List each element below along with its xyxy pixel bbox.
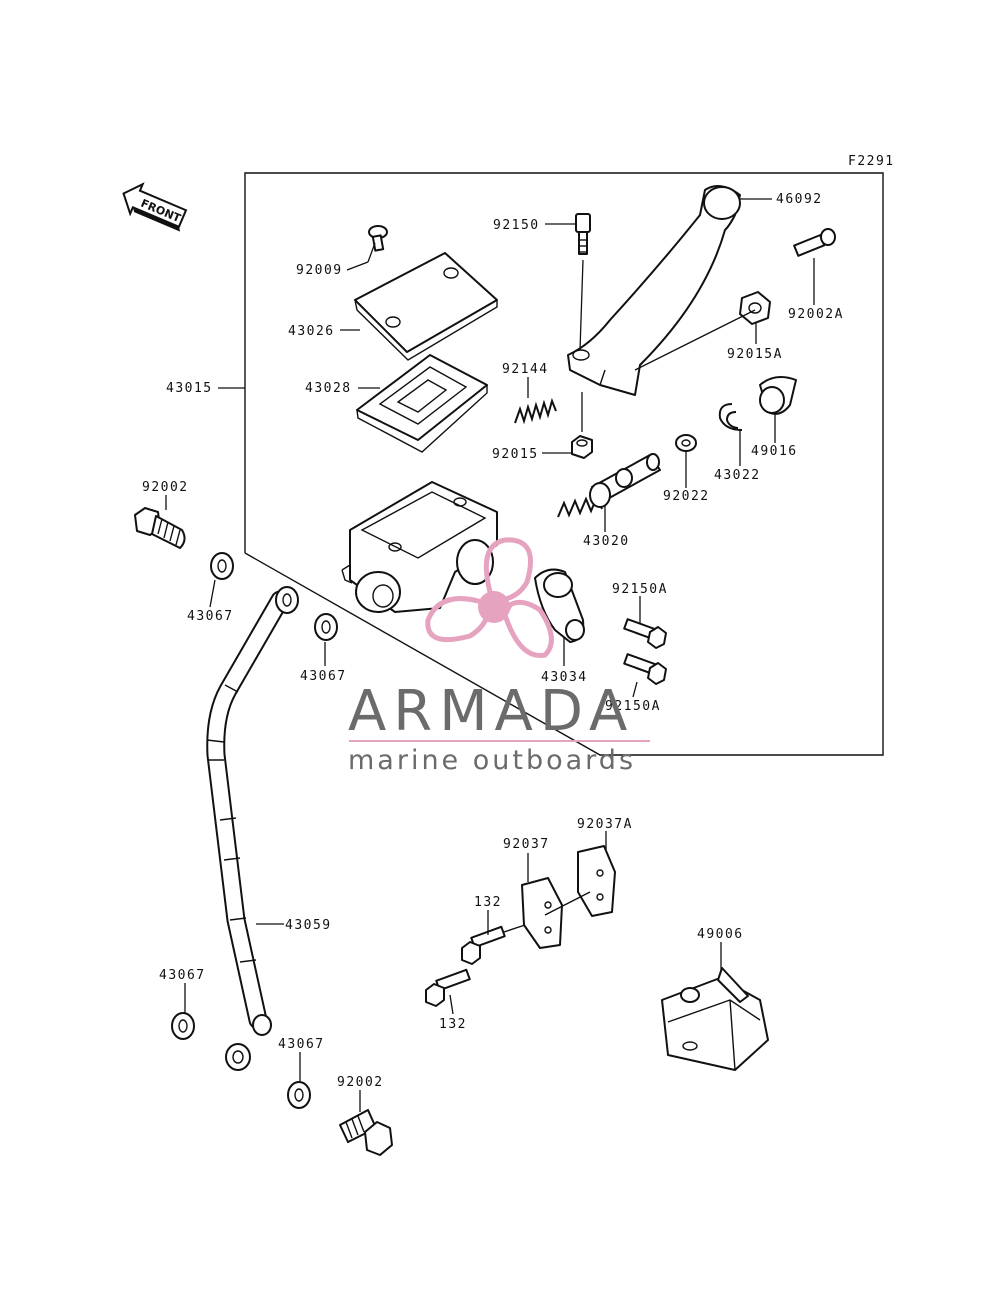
bracket-bolt-upper (461, 924, 526, 965)
label-92009: 92009 (296, 263, 343, 278)
clamp-bolt-lower (623, 653, 667, 685)
dust-boot (759, 375, 797, 415)
washer-a (210, 552, 234, 580)
label-43026: 43026 (288, 324, 335, 339)
lever-spring (514, 397, 557, 425)
label-92150a-upper: 92150A (612, 582, 668, 597)
master-cylinder-body (341, 481, 498, 613)
diaphragm (356, 354, 488, 453)
label-132-lower: 132 (439, 1017, 467, 1032)
handlebar-clamp (534, 568, 585, 643)
label-92037a: 92037A (577, 817, 633, 832)
cover-screw (368, 225, 388, 252)
label-46092: 46092 (776, 192, 823, 207)
clamp-bolt-upper (623, 618, 667, 649)
watermark: ARMADA marine outboards (348, 537, 650, 776)
washer-b (314, 613, 338, 641)
label-43034: 43034 (541, 670, 588, 685)
pivot-nut (571, 435, 593, 459)
label-132-upper: 132 (474, 895, 502, 910)
label-92144: 92144 (502, 362, 549, 377)
label-43015: 43015 (166, 381, 213, 396)
lever-screw (793, 228, 836, 257)
washer-d (287, 1081, 311, 1109)
reservoir-cap (354, 252, 498, 361)
brake-hose (206, 586, 299, 1071)
assembly-frame (244, 172, 884, 756)
brake-lever (567, 185, 741, 396)
label-43022: 43022 (714, 468, 761, 483)
circlip (718, 403, 743, 431)
label-49006: 49006 (697, 927, 744, 942)
label-92022: 92022 (663, 489, 710, 504)
watermark-tagline: marine outboards (348, 745, 636, 776)
label-43067-c: 43067 (159, 968, 206, 983)
label-92002a: 92002A (788, 307, 844, 322)
label-43059: 43059 (285, 918, 332, 933)
figure-code: F2291 (848, 154, 895, 169)
label-92037: 92037 (503, 837, 550, 852)
label-49016: 49016 (751, 444, 798, 459)
leader-lines (165, 198, 815, 1112)
lever-nut (739, 291, 771, 325)
bracket-bolt-lower (425, 968, 471, 1007)
banjo-bolt-upper (134, 507, 186, 549)
watermark-brand: ARMADA (348, 679, 634, 744)
piston-kit (557, 453, 661, 518)
label-43067-a: 43067 (187, 609, 234, 624)
piston-washer (675, 434, 697, 452)
part-labels: 46092 92150 92009 92002A 43026 92015A 43… (142, 192, 844, 1090)
label-43067-b: 43067 (300, 669, 347, 684)
bracket-92037 (521, 877, 563, 949)
bracket-92037a (544, 845, 616, 917)
label-92002-upper: 92002 (142, 480, 189, 495)
label-92015a: 92015A (727, 347, 783, 362)
pivot-bolt (575, 213, 591, 255)
label-92015: 92015 (492, 447, 539, 462)
label-43067-d: 43067 (278, 1037, 325, 1052)
label-92150: 92150 (493, 218, 540, 233)
label-43020: 43020 (583, 534, 630, 549)
label-92002-lower: 92002 (337, 1075, 384, 1090)
washer-c (171, 1012, 195, 1040)
banjo-bolt-lower (339, 1109, 393, 1156)
label-92150a-lower: 92150A (605, 699, 661, 714)
label-43028: 43028 (305, 381, 352, 396)
propeller-icon (425, 537, 554, 658)
brake-switch (661, 967, 769, 1071)
front-arrow-icon: FRONT (122, 182, 188, 232)
